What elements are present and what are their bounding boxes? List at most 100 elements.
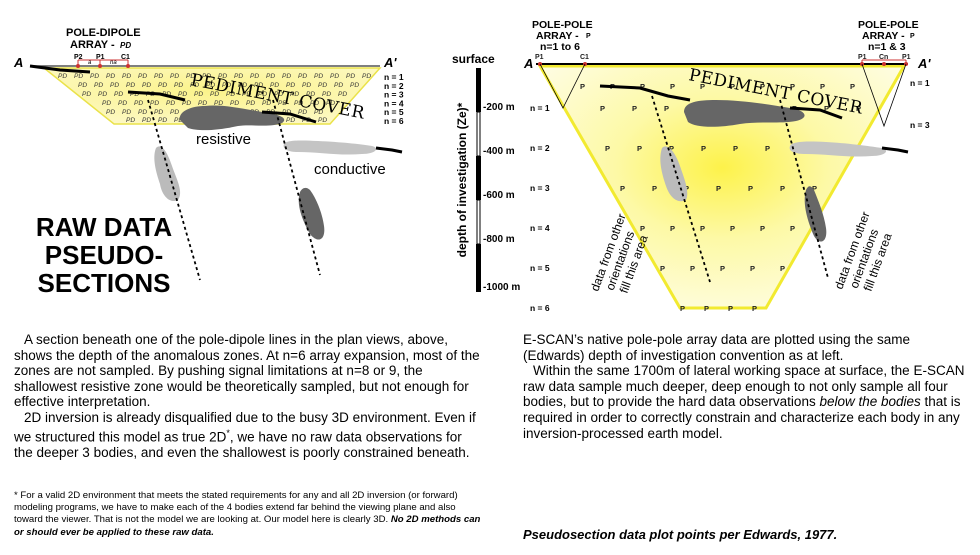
right-fault-line-2 [779,99,829,279]
pd-data-point: PD [114,91,123,98]
pd-data-point: PD [138,109,147,116]
left-section-end-a: A [13,55,23,70]
pd-data-point: PD [310,100,319,107]
pd-data-point: PD [282,73,291,80]
right-array-right-symbol: P [910,33,915,40]
pd-data-point: PD [238,82,247,89]
depth-scale: surface depth of investigation (Ze)* -20… [452,52,520,293]
p-data-point: P [790,82,795,91]
left-resistive-label: resistive [196,131,251,148]
pd-data-point: PD [174,117,183,124]
pd-data-point: PD [350,82,359,89]
left-n-level-2: n = 2 [384,81,404,91]
p-data-point: P [716,184,721,193]
pd-data-point: PD [246,100,255,107]
p-data-point: P [664,104,669,113]
p-data-point: P [728,304,733,313]
p-data-point: P [640,82,645,91]
right-n-right-1: n = 1 [910,78,930,88]
right-array-triangle-left [539,63,586,109]
right-description-italic: below the bodies [819,394,921,410]
right-description-p1: E-SCAN’s native pole-pole array data are… [523,332,910,363]
p-data-point: P [748,184,753,193]
right-panel: A A' POLE-POLE ARRAY - P n=1 to 6 POLE-P… [523,19,931,313]
pd-data-point: PD [294,100,303,107]
right-pediment-boundary [599,84,691,102]
depth-tick-5: -1000 m [483,282,520,293]
p-data-point: P [632,104,637,113]
pd-data-point: PD [106,109,115,116]
p-data-point: P [700,224,705,233]
p-data-point: P [704,304,709,313]
p-data-point: P [690,264,695,273]
figure-caption: Pseudosection data plot points per Edwar… [523,527,838,542]
pd-data-point: PD [270,82,279,89]
depth-scale-top: surface [452,52,495,66]
p-data-point: P [812,184,817,193]
left-surface-edge [29,64,91,74]
right-array-left-line3: n=1 to 6 [540,41,580,53]
depth-tick-4: -800 m [483,234,515,245]
right-n-levels: n = 1n = 2n = 3n = 4n = 5n = 6n = 1n = 3 [530,78,930,313]
pd-data-point: PD [298,109,307,116]
right-electrode-right-2: P1 [902,54,911,61]
p-data-point: P [790,224,795,233]
right-sampled-region [537,64,907,310]
right-note-right: data from other orientations fill this a… [832,210,895,293]
right-array-left-line2: ARRAY - [536,30,579,42]
pd-data-point: PD [130,91,139,98]
footnote: * For a valid 2D environment that meets … [14,490,484,539]
pseudosection-diagram: P2 a P1 na C1 POLE-DIPOLE ARRAY - PD A A… [13,19,931,313]
right-description: E-SCAN’s native pole-pole array data are… [523,332,968,441]
p-data-point: P [701,144,706,153]
left-description: A section beneath one of the pole-dipole… [14,332,482,460]
left-n-levels: n = 1n = 2n = 3n = 4n = 5n = 6 [384,72,404,126]
footnote-bold: No 2D methods can or should ever be appl… [14,514,481,538]
raw-data-title-line1: RAW DATA [36,212,172,242]
left-n-level-6: n = 6 [384,116,404,126]
pd-data-point: PD [290,91,299,98]
left-description-p2a: 2D inversion is already disqualified due… [14,409,476,445]
pd-data-point: PD [110,82,119,89]
depth-scale-bar-1 [476,68,481,112]
pd-data-point: PD [58,73,67,80]
pd-data-point: PD [142,82,151,89]
p-data-point: P [620,184,625,193]
pd-data-point: PD [186,73,195,80]
right-array-triangle-right [861,63,907,128]
pd-data-point: PD [262,100,271,107]
pd-data-point: PD [334,82,343,89]
right-dark-deep-body [804,186,827,242]
right-array-left-line1: POLE-POLE [532,19,593,31]
pd-data-point: PD [74,73,83,80]
left-array-title-line2: ARRAY - [70,39,115,51]
left-description-sup: * [226,427,230,438]
right-resistive-body [684,100,805,127]
pd-data-point: PD [226,91,235,98]
pd-data-point: PD [318,117,327,124]
p-data-point: P [730,82,735,91]
right-description-p2: Within the same 1700m of lateral working… [523,363,968,441]
pd-data-point: PD [78,82,87,89]
depth-tick-3: -600 m [483,190,515,201]
pd-data-point: PD [126,82,135,89]
pd-data-point: PD [322,91,331,98]
left-conductive-tail [375,146,403,154]
pd-data-point: PD [90,73,99,80]
p-data-point: P [733,144,738,153]
right-n-level-4: n = 4 [530,223,550,233]
pd-data-point: PD [250,73,259,80]
pd-data-point: PD [222,82,231,89]
p-data-point: P [600,104,605,113]
p-data-point: P [660,264,665,273]
left-electrode-label-0: P2 [74,54,83,61]
left-description-p2: 2D inversion is already disqualified due… [14,410,482,460]
right-n-right-3: n = 3 [910,120,930,130]
p-data-point: P [670,82,675,91]
p-data-point: P [720,264,725,273]
p-data-point: P [850,82,855,91]
right-description-p2a: Within the same 1700m of lateral working… [523,363,965,410]
pd-data-point: PD [158,117,167,124]
p-data-point: P [580,82,585,91]
